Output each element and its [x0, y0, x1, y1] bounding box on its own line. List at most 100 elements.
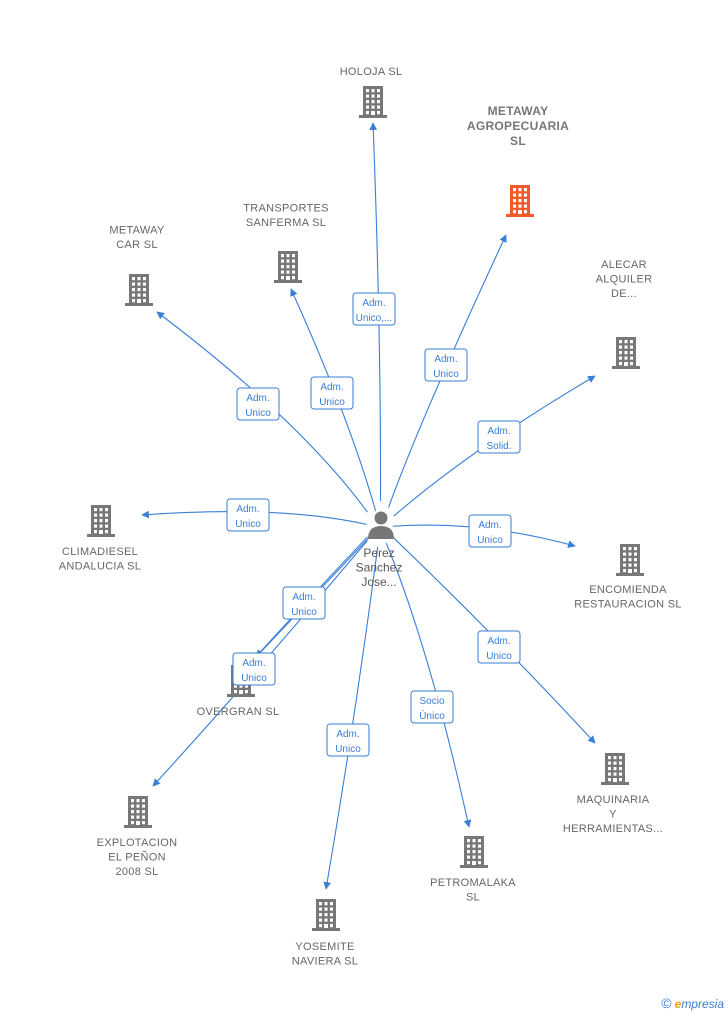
node-transportes[interactable]: TRANSPORTES SANFERMA SL [243, 203, 329, 284]
node-label-overgran-line-0: OVERGRAN SL [197, 706, 280, 718]
node-explotacion[interactable]: EXPLOTACION EL PEÑON 2008 SL [97, 796, 178, 878]
edge-label-text: Adm. [236, 504, 259, 515]
node-label-holoja-line-0: HOLOJA SL [340, 66, 403, 78]
edge-labels-layer: Adm.Unico,...Adm.UnicoAdm.UnicoAdm.Unico… [226, 292, 521, 757]
node-label-metaway-car-line-0: METAWAY [109, 225, 165, 237]
node-label-explotacion-line-0: EXPLOTACION [97, 837, 178, 849]
edge-label-text: Unico [486, 651, 512, 662]
node-label-climadiesel-line-0: CLIMADIESEL [62, 546, 138, 558]
node-maquinaria[interactable]: MAQUINARIA Y HERRAMIENTAS... [563, 753, 663, 835]
edge-label-text: Adm. [434, 354, 457, 365]
edge-label-text: Unico,... [356, 313, 393, 324]
edge-label-climadiesel[interactable]: Adm. Unico [226, 498, 270, 532]
edge-label-text: Unico [241, 673, 267, 684]
building-icon [612, 337, 640, 369]
edge-label-maquinaria[interactable]: Adm. Unico [477, 630, 521, 664]
node-label-explotacion-line-1: EL PEÑON [108, 851, 166, 864]
edge-label-text: Adm. [478, 520, 501, 531]
node-label-yosemite-line-0: YOSEMITE [295, 941, 354, 953]
center-label-line-2: Jose... [361, 575, 396, 589]
edge-label-text: Adm. [487, 636, 510, 647]
building-icon [460, 836, 488, 868]
edge-petromalaka [385, 542, 472, 828]
building-icon [274, 251, 302, 283]
edge-label-text: Unico [235, 519, 261, 530]
building-icon [601, 753, 629, 785]
edge-label-explotacion[interactable]: Adm. Unico [232, 652, 276, 686]
node-metaway-car[interactable]: METAWAY CAR SL [109, 225, 165, 307]
building-icon [312, 899, 340, 931]
edge-label-text: Unico [433, 369, 459, 380]
node-encomienda[interactable]: ENCOMIENDA RESTAURACION SL [574, 544, 682, 611]
node-label-transportes-line-1: SANFERMA SL [246, 217, 326, 229]
node-label-alecar-line-1: ALQUILER [596, 274, 653, 286]
edge-label-text: Unico [245, 408, 271, 419]
edge-label-text: Unico [477, 535, 503, 546]
edge-label-text: Solid. [486, 441, 511, 452]
node-label-metaway-agro-line-1: AGROPECUARIA [467, 119, 569, 133]
node-label-metaway-agro-line-0: METAWAY [488, 104, 549, 118]
edge-label-encomienda[interactable]: Adm. Unico [468, 514, 512, 548]
brand-name: mpresia [681, 997, 724, 1011]
node-label-climadiesel-line-1: ANDALUCIA SL [59, 561, 141, 573]
building-icon [124, 796, 152, 828]
edge-label-text: Adm. [246, 393, 269, 404]
edge-metaway-agro [387, 234, 507, 508]
edge-transportes [290, 288, 377, 511]
center-person[interactable]: PerezSanchezJose... [356, 511, 403, 590]
node-yosemite[interactable]: YOSEMITE NAVIERA SL [292, 899, 358, 968]
building-icon [616, 544, 644, 576]
nodes-layer: HOLOJA SLMETAWAYAGROPECUARIASLTRANSPORTE… [59, 66, 682, 968]
node-holoja[interactable]: HOLOJA SL [340, 66, 403, 118]
copyright-icon: © [661, 995, 672, 1011]
brand-initial: e [674, 997, 682, 1011]
edge-yosemite [323, 546, 379, 890]
empresia-watermark: ©empresia [661, 995, 724, 1011]
node-label-yosemite-line-1: NAVIERA SL [292, 956, 358, 968]
node-label-petromalaka-line-1: SL [466, 892, 480, 904]
edge-label-text: Adm. [487, 426, 510, 437]
node-label-maquinaria-line-0: MAQUINARIA [577, 794, 650, 806]
building-icon [125, 274, 153, 306]
edge-label-text: Unico [319, 397, 345, 408]
node-alecar[interactable]: ALECAR ALQUILER DE... [596, 259, 653, 369]
edge-label-metaway-car[interactable]: Adm. Unico [236, 387, 280, 421]
node-climadiesel[interactable]: CLIMADIESEL ANDALUCIA SL [59, 505, 141, 573]
node-label-transportes-line-0: TRANSPORTES [243, 203, 329, 215]
edge-label-alecar[interactable]: Adm. Solid. [477, 420, 521, 454]
edge-label-text: Adm. [362, 298, 385, 309]
edge-label-text: Socio [419, 696, 444, 707]
node-label-metaway-car-line-1: CAR SL [116, 239, 158, 251]
node-label-maquinaria-line-1: Y [609, 809, 617, 821]
edge-label-transportes[interactable]: Adm. Unico [310, 376, 354, 410]
node-label-alecar-line-2: DE... [611, 288, 637, 300]
building-icon [87, 505, 115, 537]
edge-label-text: Adm. [292, 592, 315, 603]
node-label-encomienda-line-1: RESTAURACION SL [574, 599, 682, 611]
edge-label-text: Adm. [242, 658, 265, 669]
center-label-line-1: Sanchez [356, 561, 403, 575]
edge-label-text: Unico [335, 744, 361, 755]
edge-label-text: Único [419, 709, 445, 722]
edge-label-yosemite[interactable]: Adm. Unico [326, 723, 370, 757]
person-icon [368, 511, 394, 539]
node-label-explotacion-line-2: 2008 SL [115, 866, 158, 878]
edge-label-text: Adm. [336, 729, 359, 740]
edge-label-metaway-agro[interactable]: Adm. Unico [424, 348, 468, 382]
node-label-petromalaka-line-0: PETROMALAKA [430, 877, 516, 889]
edge-label-text: Unico [291, 607, 317, 618]
edge-label-holoja[interactable]: Adm. Unico,... [352, 292, 396, 326]
edge-label-text: Adm. [320, 382, 343, 393]
node-label-alecar-line-0: ALECAR [601, 259, 647, 271]
center-label-line-0: Perez [363, 546, 394, 560]
node-label-maquinaria-line-2: HERRAMIENTAS... [563, 823, 663, 835]
building-icon [506, 185, 534, 217]
building-icon [359, 86, 387, 118]
node-label-encomienda-line-0: ENCOMIENDA [589, 584, 667, 596]
edge-label-overgran[interactable]: Adm. Unico [282, 586, 326, 620]
edges-layer [141, 122, 596, 890]
node-petromalaka[interactable]: PETROMALAKA SL [430, 836, 516, 904]
